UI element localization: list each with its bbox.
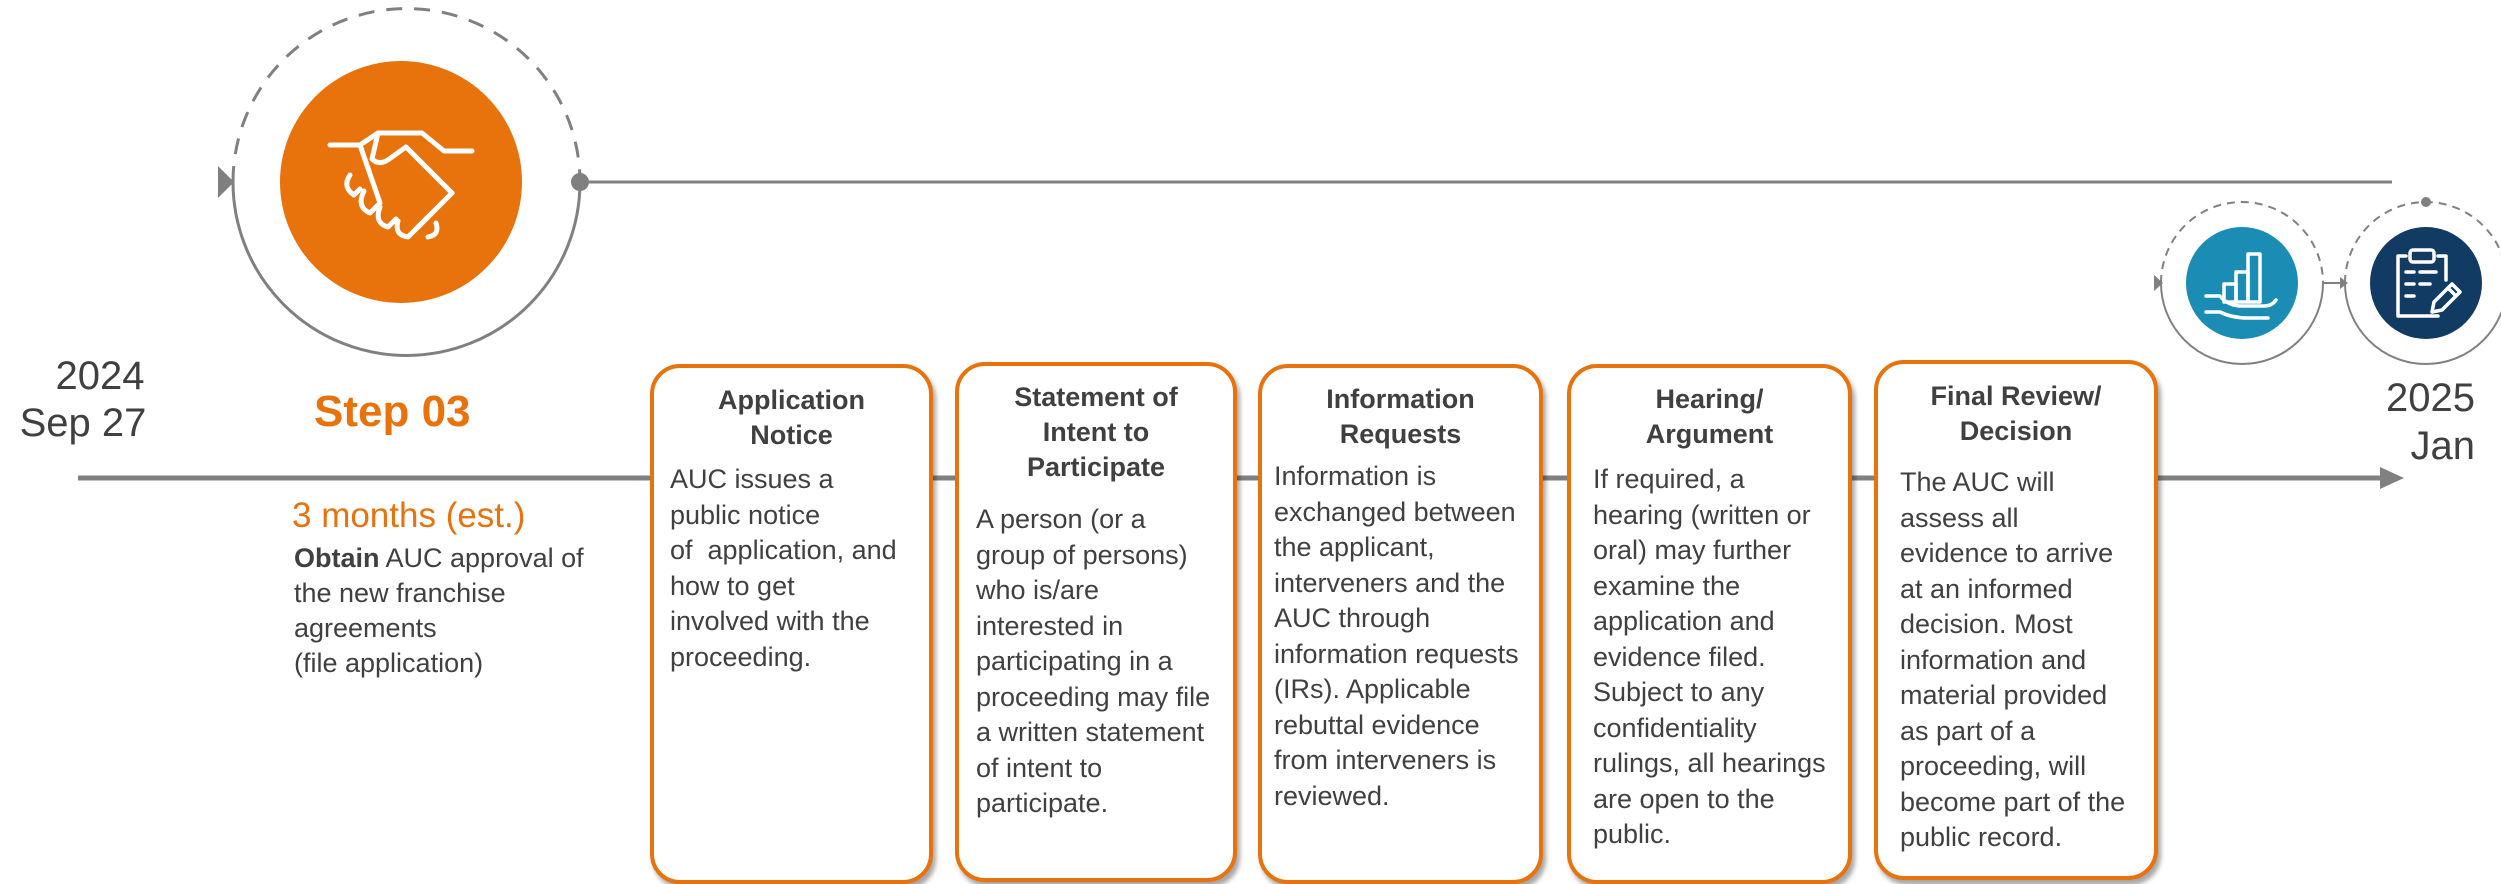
stage-body-line: group of persons) bbox=[976, 539, 1188, 570]
stage-title-line: Application bbox=[718, 385, 865, 415]
stage-body-line: oral) may further bbox=[1593, 535, 1792, 565]
stage-body-line: how to get bbox=[670, 570, 795, 601]
stage-body-line: A person (or a bbox=[976, 504, 1146, 534]
stage-body-line: exchanged between bbox=[1274, 496, 1516, 527]
stage-body-line: examine the bbox=[1593, 570, 1741, 601]
stage-body-line: application and bbox=[1593, 606, 1775, 636]
step-ring-dashed bbox=[231, 7, 582, 183]
step-desc-line2: the new franchise bbox=[294, 578, 506, 608]
next-ring-1-dashed bbox=[2160, 201, 2324, 284]
stage-title-line: Intent to bbox=[1042, 417, 1150, 447]
stage-card-statement-of-intent: Statement of Intent to Participate A per… bbox=[955, 362, 1237, 882]
start-date: Sep 27 bbox=[19, 401, 147, 445]
end-month: Jan bbox=[2410, 424, 2476, 468]
stage-body-line: AUC through bbox=[1274, 603, 1431, 633]
stage-body-line: information requests bbox=[1274, 638, 1519, 669]
step-desc-bold: Obtain bbox=[294, 543, 380, 573]
next-ring-1-solid bbox=[2160, 282, 2324, 365]
handshake-icon bbox=[327, 130, 475, 240]
stage-body-line: The AUC will bbox=[1900, 467, 2055, 497]
stage-card-final-review: Final Review/ Decision The AUC will asse… bbox=[1874, 360, 2158, 880]
stage-body-line: are open to the bbox=[1593, 783, 1775, 814]
stage-body-line: interveners and the bbox=[1274, 567, 1506, 598]
timeline-arrowhead bbox=[2380, 467, 2404, 489]
stage-body-line: material provided bbox=[1900, 680, 2108, 710]
stage-body-line: Subject to any bbox=[1593, 677, 1765, 707]
step-icon-circle bbox=[280, 61, 522, 303]
stage-body-line: rebuttal evidence bbox=[1274, 709, 1480, 740]
stage-body-line: assess all bbox=[1900, 502, 2019, 533]
stage-body-line: at an informed bbox=[1900, 573, 2073, 604]
stage-body-line: If required, a bbox=[1593, 464, 1745, 494]
end-year: 2025 bbox=[2386, 376, 2475, 420]
stage-body-line: reviewed. bbox=[1274, 780, 1390, 811]
step-desc-line3: agreements bbox=[294, 613, 437, 643]
stage-body-line: proceeding. bbox=[670, 641, 812, 672]
stage-title-line: Information bbox=[1326, 384, 1475, 414]
stage-body-line: rulings, all hearings bbox=[1593, 748, 1826, 778]
stage-body-line: involved with the bbox=[670, 606, 870, 636]
stage-body-line: the applicant, bbox=[1274, 532, 1435, 562]
stage-body-line: AUC issues a bbox=[670, 464, 834, 494]
start-year: 2024 bbox=[55, 354, 145, 398]
stage-title-line: Participate bbox=[1026, 452, 1166, 482]
stage-card-application-notice: Application Notice AUC issues a public n… bbox=[650, 364, 933, 884]
stage-card-hearing-argument: Hearing/ Argument If required, a hearing… bbox=[1567, 364, 1852, 884]
stage-body-line: interested in bbox=[976, 610, 1124, 641]
stage-title: Information Requests bbox=[1262, 382, 1539, 452]
stage-body-line: public notice bbox=[670, 499, 821, 530]
stage-body-line: hearing (written or bbox=[1593, 499, 1811, 530]
stage-title-line: Hearing/ bbox=[1655, 384, 1764, 414]
stage-body-line: participate. bbox=[976, 788, 1109, 818]
step-ring-arrow bbox=[218, 166, 234, 198]
stage-body-line: public. bbox=[1593, 819, 1672, 849]
stage-body: AUC issues a public notice of applicatio… bbox=[670, 462, 897, 675]
stage-body-line: confidentiality bbox=[1593, 712, 1757, 743]
step-desc-line4: (file application) bbox=[294, 648, 484, 678]
stage-body-line: who is/are bbox=[976, 575, 1100, 605]
stage-title: Hearing/ Argument bbox=[1571, 382, 1848, 452]
stage-body-line: public record. bbox=[1900, 822, 2063, 852]
step-title: Step 03 bbox=[314, 387, 471, 436]
stage-body-line: a written statement bbox=[976, 717, 1205, 747]
stage-body: Information is exchanged between the app… bbox=[1274, 459, 1519, 814]
stage-body: The AUC will assess all evidence to arri… bbox=[1900, 465, 2125, 856]
stage-title: Application Notice bbox=[654, 383, 929, 453]
step-duration: 3 months (est.) bbox=[292, 496, 526, 535]
stage-body-line: Information is bbox=[1274, 461, 1437, 491]
step-ring-solid bbox=[231, 181, 582, 357]
stage-title-line: Decision bbox=[1959, 416, 2073, 446]
stage-title-line: Statement of bbox=[1014, 382, 1178, 412]
stage-body-line: of application, and bbox=[670, 535, 897, 565]
stage-body-line: of intent to bbox=[976, 752, 1103, 783]
clipboard-edit-icon bbox=[2396, 248, 2462, 318]
stage-body-line: (IRs). Applicable bbox=[1274, 674, 1471, 704]
stage-body-line: evidence to arrive bbox=[1900, 538, 2114, 568]
stage-body-line: participating in a bbox=[976, 646, 1173, 676]
stage-title-line: Final Review/ bbox=[1930, 381, 2102, 411]
stage-body-line: information and bbox=[1900, 644, 2087, 675]
stage-body-line: proceeding, will bbox=[1900, 751, 2087, 781]
stage-body-line: become part of the bbox=[1900, 786, 2126, 817]
stage-body: A person (or a group of persons) who is/… bbox=[976, 502, 1210, 822]
step-desc-line: Obtain AUC approval of bbox=[294, 541, 624, 576]
step-description: Obtain AUC approval of the new franchise… bbox=[294, 541, 624, 681]
next-ring-2-dot bbox=[2421, 197, 2431, 207]
stage-body-line: from interveners is bbox=[1274, 745, 1497, 775]
stage-title-line: Notice bbox=[750, 420, 833, 450]
stage-body: If required, a hearing (written or oral)… bbox=[1593, 462, 1826, 853]
stage-title: Statement of Intent to Participate bbox=[959, 380, 1233, 485]
next-ring-2-solid bbox=[2344, 282, 2501, 365]
stage-body-line: proceeding may file bbox=[976, 681, 1211, 712]
stage-title-line: Argument bbox=[1645, 419, 1774, 449]
stage-body-line: decision. Most bbox=[1900, 609, 2073, 639]
step-desc-line1: AUC approval of bbox=[379, 543, 584, 573]
stage-body-line: as part of a bbox=[1900, 715, 2036, 746]
stage-title-line: Requests bbox=[1339, 419, 1462, 449]
chart-in-hand-icon bbox=[2204, 252, 2278, 320]
stage-title: Final Review/ Decision bbox=[1878, 379, 2154, 449]
next-ring-1-arrow bbox=[2154, 275, 2163, 291]
stage-body-line: evidence filed. bbox=[1593, 641, 1766, 672]
stage-card-information-requests: Information Requests Information is exch… bbox=[1258, 364, 1543, 884]
